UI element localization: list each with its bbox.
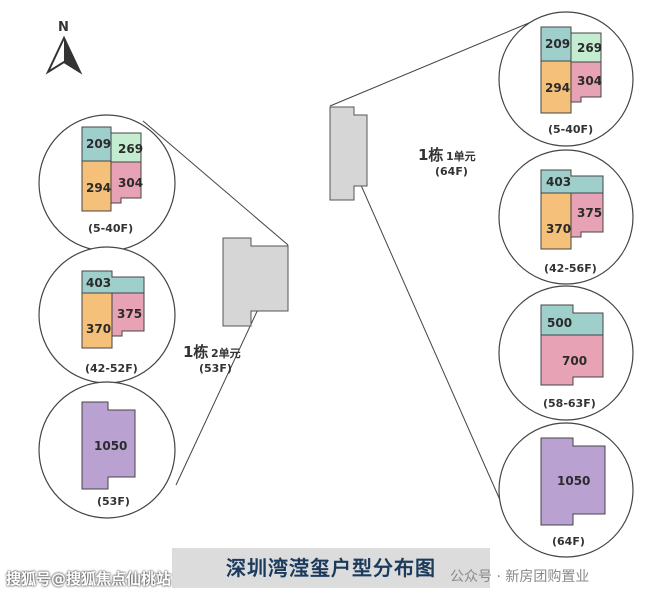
left-plan-1: 209 269 294 304 (5-40F) (38, 114, 176, 252)
unit-label: 403 (86, 276, 111, 290)
building-left-footprint (222, 237, 289, 327)
building-left-name: 1栋 (183, 343, 208, 361)
unit-label: 370 (546, 222, 571, 236)
unit-label: 294 (545, 81, 570, 95)
building-right-unit: 1单元 (446, 149, 476, 163)
unit-label: 294 (86, 181, 111, 195)
title-banner (172, 548, 490, 588)
right-plan-2: 403 370 375 (42-56F) (498, 149, 634, 285)
connector-line (329, 14, 549, 107)
floor-range-label: (5-40F) (88, 222, 133, 235)
watermark-left: 搜狐号@搜狐焦点仙桃站 (6, 570, 172, 588)
right-plan-3: 500 700 (58-63F) (498, 285, 634, 421)
unit-label: 500 (547, 316, 572, 330)
north-arrow-icon (45, 35, 83, 75)
unit-label: 1050 (557, 474, 590, 488)
floor-range-label: (5-40F) (548, 123, 593, 136)
building-right-floors: (64F) (435, 165, 468, 178)
right-plan-4: 1050 (64F) (498, 422, 634, 558)
floor-range-label: (42-56F) (544, 262, 597, 275)
right-plan-1: 209 269 294 304 (5-40F) (498, 11, 634, 147)
unit-label: 1050 (94, 439, 127, 453)
unit-label: 375 (577, 206, 602, 220)
watermark-right: 公众号 · 新房团购置业 (450, 569, 590, 585)
left-plan-2: 403 370 375 (42-52F) (38, 246, 176, 384)
building-left-unit: 2单元 (211, 346, 241, 360)
unit-label: 304 (118, 176, 143, 190)
unit-label: 269 (118, 142, 143, 156)
unit-label: 700 (562, 354, 587, 368)
compass-label: N (58, 20, 69, 35)
unit-label: 269 (577, 41, 602, 55)
building-right-footprint (329, 106, 368, 201)
floor-range-label: (42-52F) (85, 362, 138, 375)
left-plan-3: 1050 (53F) (38, 381, 176, 519)
unit-label: 370 (86, 322, 111, 336)
building-right-name: 1栋 (418, 146, 443, 164)
unit-label: 209 (545, 37, 570, 51)
page-title: 深圳湾滢玺户型分布图 (226, 556, 436, 580)
unit-label: 209 (86, 137, 111, 151)
floor-range-label: (64F) (552, 535, 585, 548)
unit-label: 403 (546, 175, 571, 189)
connector-line (142, 120, 289, 246)
unit-label: 375 (117, 307, 142, 321)
floor-range-label: (53F) (97, 495, 130, 508)
floor-range-label: (58-63F) (543, 397, 596, 410)
unit-label: 304 (577, 74, 602, 88)
building-left-floors: (53F) (199, 362, 232, 375)
